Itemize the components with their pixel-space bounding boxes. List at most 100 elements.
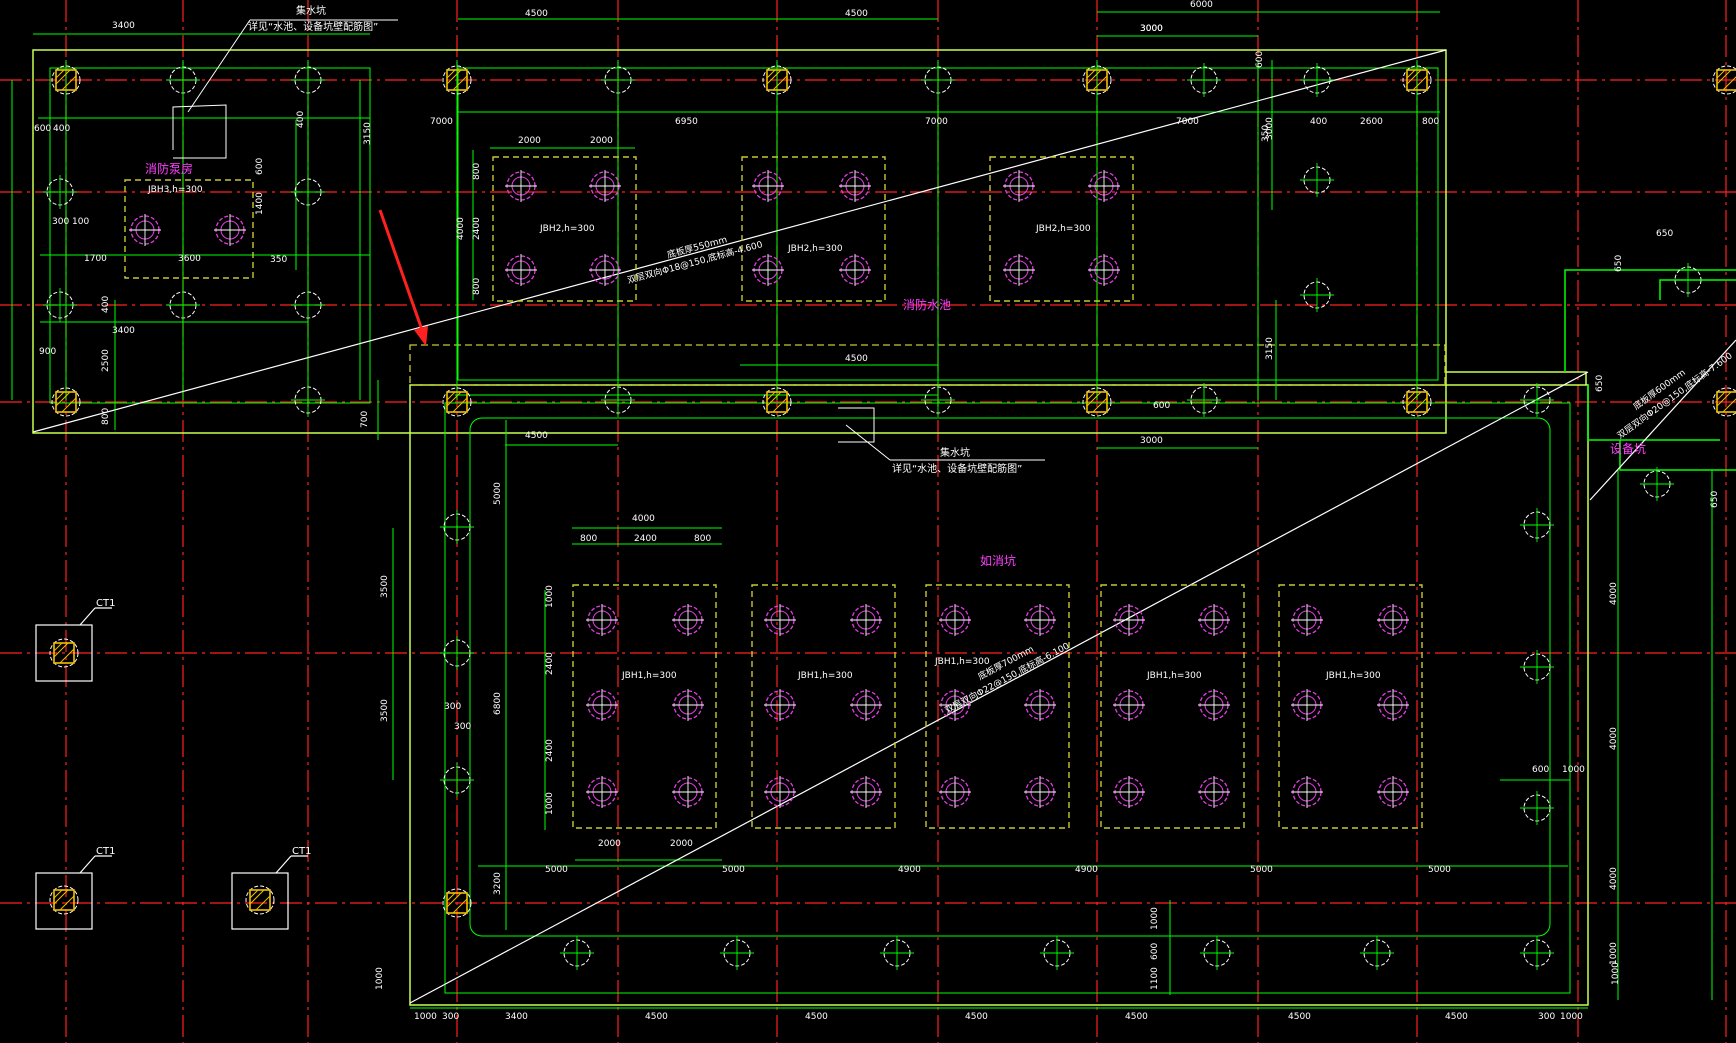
dim-vl-1: 800 [472,163,482,180]
dim-mv-10: 300 [454,722,471,732]
pile [850,776,882,808]
dim-ib-3: 5000 [722,865,745,875]
pile [586,604,618,636]
dim-top-1: 4500 [525,9,548,19]
dim-ib-7: 5000 [1428,865,1451,875]
pile [752,254,784,286]
column-square [766,391,788,413]
column-ring [1402,387,1432,417]
perimeter-pile [291,63,325,97]
dim-r-10: 1000 [1150,907,1160,930]
perimeter-pile [1520,383,1554,417]
dim-mid-0: 4500 [845,354,868,364]
column-hatch [53,642,69,658]
dim-row-0: 7000 [430,117,453,127]
column-hatch [1716,391,1732,407]
perimeter-pile [601,63,635,97]
dim-mv-3: 6800 [493,692,503,715]
pile [1291,776,1323,808]
dim-cap-1: 2000 [590,136,613,146]
column [1712,387,1736,417]
column [442,387,472,417]
dim-mv-2: 3500 [380,699,390,722]
column-ring [762,65,792,95]
dashed-strip [409,344,1446,386]
column-hatch [249,889,259,899]
pile [589,254,621,286]
perimeter-pile [1300,278,1334,312]
dim-top-5: 600 [1255,51,1265,68]
column-hatch [446,69,462,85]
dim-ls-11: 1400 [255,192,265,215]
pile [939,776,971,808]
pile-cap-outline [572,584,717,829]
dim-mid-3: 3150 [1265,337,1275,360]
column-hatch [452,898,468,914]
pile [672,604,704,636]
pile [764,776,796,808]
pile-cap-outline [925,584,1070,829]
dim-ls-7: 400 [296,111,306,128]
sump-top-title: 集水坑 [296,4,326,17]
dim-ls-12: 400 [101,296,111,313]
perimeter-pile [720,936,754,970]
pile [1113,689,1145,721]
cap-label-jbh1-e: JBH1,h=300 [1325,671,1381,681]
pile [1377,776,1409,808]
ct-label-1: CT1 [96,598,115,609]
dimension-texts: 3400 4500 4500 6000 3000 600 7000 6950 7… [34,0,1720,1022]
dim-ls-4: 1700 [84,254,107,264]
column-hatch [61,75,77,91]
column-hatch [1406,391,1422,407]
perimeter-pile [291,383,325,417]
dim-ls-8: 900 [39,347,56,357]
column-ring [51,65,81,95]
dim-ls-10: 600 [255,158,265,175]
ct-pile-caps [35,607,308,930]
dim-mv-6: 2400 [545,739,555,762]
label-fire-pump-room: 消防泵房 [145,161,193,176]
column-ring [49,638,79,668]
column-hatch [55,391,71,407]
column-hatch [1412,397,1428,413]
dim-row-2: 7000 [925,117,948,127]
column-hatch [772,397,788,413]
column-hatch [1722,76,1736,91]
building-outline [32,49,1736,1006]
dim-b-0: 1000 [414,1012,437,1022]
column-hatch [59,895,75,911]
pile [505,170,537,202]
dim-b-9: 300 [1538,1012,1555,1022]
dim-r-16: 3000 [1265,117,1275,140]
dim-r-15: 3000 [1140,24,1163,34]
sump-callout-mid [838,407,1045,461]
dim-vl-5: 2500 [101,349,111,372]
column-hatch [446,391,456,401]
pile [1024,689,1056,721]
perimeter-pile [1520,936,1554,970]
dim-ls-0: 600 [34,124,51,134]
pile [839,170,871,202]
pile [850,689,882,721]
column-hatch [53,642,63,652]
column-hatch [452,75,468,91]
dim-vl-3: 2400 [472,217,482,240]
column [49,885,79,915]
dim-mid-2: 3000 [1140,436,1163,446]
pile [1003,170,1035,202]
column-hatch [53,889,63,899]
column [51,387,81,417]
dim-ib-4: 4900 [898,865,921,875]
pile [764,689,796,721]
dim-r-8: 1000 [1562,765,1585,775]
column-ring [51,387,81,417]
pile [1377,604,1409,636]
column-hatch [1716,69,1732,85]
dim-top-3: 6000 [1190,0,1213,10]
pile [1088,170,1120,202]
pile [1024,776,1056,808]
dim-ls-9: 3400 [112,326,135,336]
column-hatch [1092,397,1108,413]
column-hatch [446,69,456,79]
